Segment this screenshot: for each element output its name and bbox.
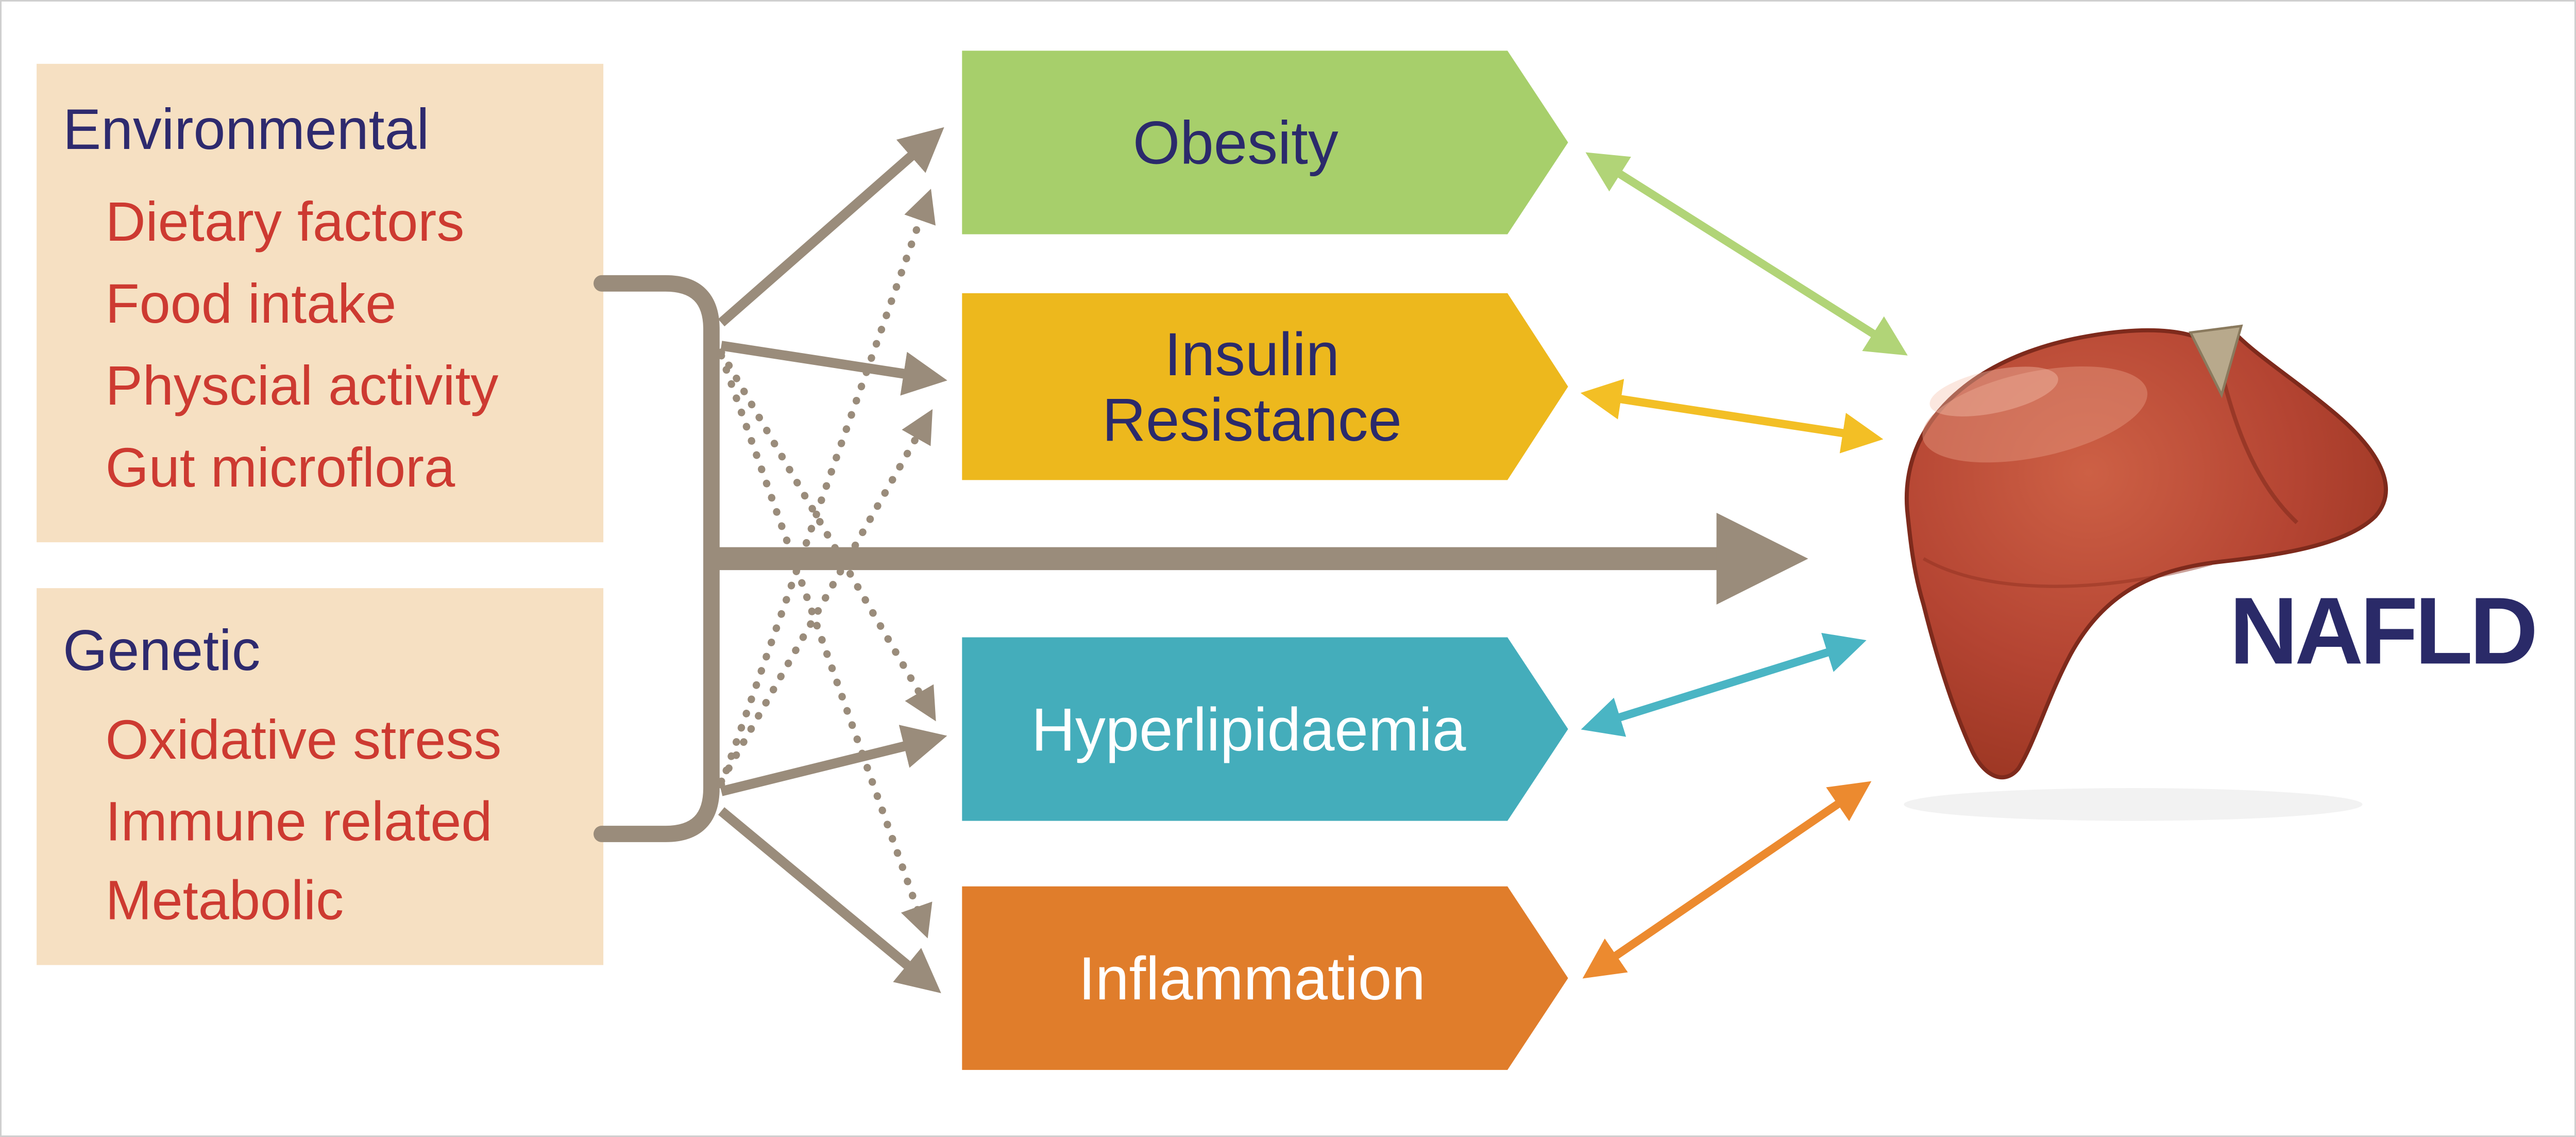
double-arrow-insulin-liver — [1580, 379, 1884, 454]
environmental-item: Dietary factors — [106, 190, 465, 253]
liver-highlight — [1922, 366, 2148, 463]
banner-hyperlipidaemia-label: Hyperlipidaemia — [1031, 696, 1466, 763]
dotted-arrow-env-hyperlipidaemia — [717, 348, 936, 722]
solid-arrow-env-insulin — [720, 341, 947, 396]
liver-illustration — [1904, 324, 2388, 821]
environmental-title: Environmental — [63, 97, 429, 161]
banner-obesity-shape — [962, 51, 1568, 235]
dotted-arrow-gen-insulin — [717, 409, 933, 785]
banner-hyperlipidaemia: Hyperlipidaemia — [962, 637, 1568, 821]
banner-obesity: Obesity — [962, 51, 1568, 235]
double-arrow-obesity-liver — [1585, 152, 1908, 356]
environmental-box-group: Environmental Dietary factors Food intak… — [37, 63, 604, 543]
banner-insulin-label-line2: Resistance — [1102, 386, 1402, 454]
environmental-item: Gut microflora — [106, 436, 456, 498]
solid-arrow-gen-inflammation — [718, 807, 941, 993]
genetic-title: Genetic — [63, 618, 260, 682]
genetic-box — [37, 588, 604, 965]
genetic-item: Metabolic — [106, 868, 344, 931]
banner-inflammation-shape — [962, 886, 1568, 1070]
genetic-item: Immune related — [106, 790, 493, 852]
banner-insulin-label-line1: Insulin — [1164, 321, 1340, 388]
solid-arrow-env-obesity — [718, 127, 944, 327]
banner-inflammation: Inflammation — [962, 886, 1568, 1070]
environmental-item: Physcial activity — [106, 354, 499, 416]
bracket-connector — [594, 275, 720, 842]
banner-hyperlipidaemia-shape — [962, 637, 1568, 821]
liver-gloss — [1929, 366, 2058, 416]
banner-obesity-label: Obesity — [1133, 109, 1338, 177]
banner-insulin-resistance-shape — [962, 293, 1568, 480]
liver-ligament — [2189, 324, 2243, 398]
solid-arrow-gen-hyperlipidaemia — [720, 725, 947, 796]
genetic-item: Oxidative stress — [106, 708, 502, 771]
nafld-label: NAFLD — [2229, 578, 2535, 684]
environmental-item: Food intake — [106, 272, 397, 335]
dotted-arrow-gen-obesity — [717, 189, 936, 789]
banner-inflammation-label: Inflammation — [1078, 945, 1425, 1012]
banner-insulin-resistance: Insulin Resistance — [962, 293, 1568, 480]
genetic-box-group: Genetic Oxidative stress Immune related … — [37, 588, 604, 965]
double-arrow-hyperlipidaemia-liver — [1581, 632, 1867, 737]
dotted-arrow-env-inflammation — [717, 352, 933, 939]
liver-bottom-edge — [1922, 557, 2212, 588]
liver-shadow — [1904, 788, 2363, 821]
double-arrow-inflammation-liver — [1582, 781, 1872, 979]
environmental-box — [37, 63, 604, 543]
